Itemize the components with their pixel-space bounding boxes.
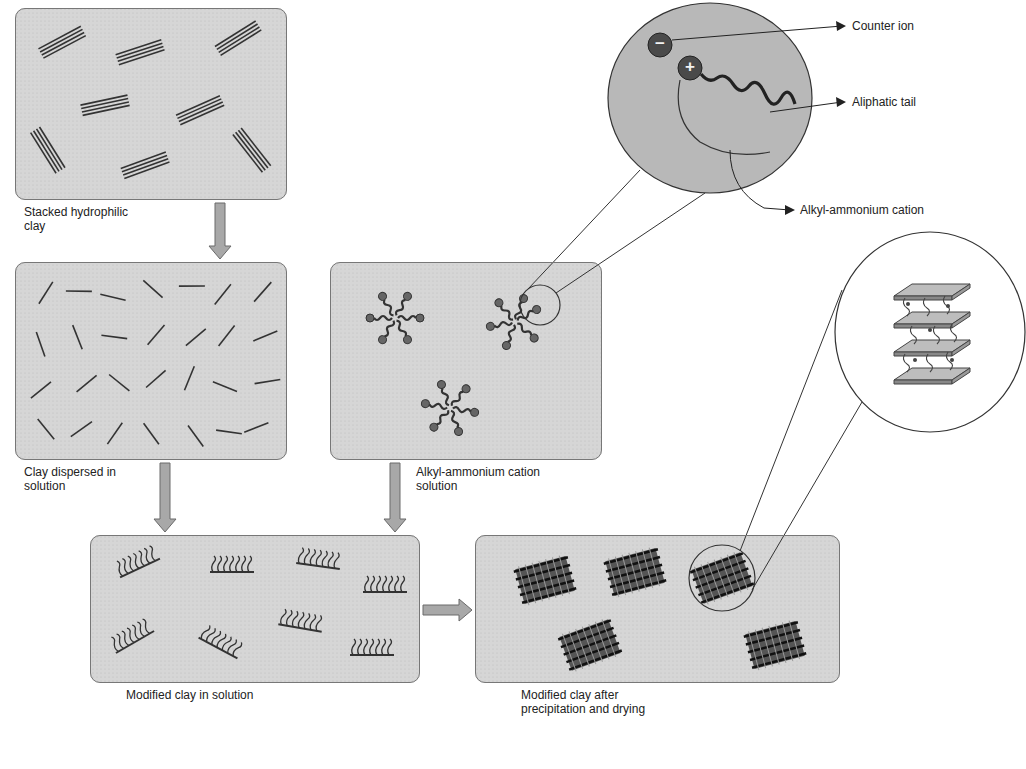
clay-platelet	[146, 370, 166, 387]
process-arrow	[154, 463, 176, 532]
panel-label-holder: Modified clay in solution	[126, 688, 406, 702]
micelles	[366, 285, 560, 437]
panel-box: Stacked hydrophilic clay	[15, 8, 287, 200]
panel-box: Modified clay after precipitation and dr…	[475, 535, 840, 683]
callout-label: Alkyl-ammonium cation	[800, 203, 924, 217]
clay-platelet	[215, 284, 231, 304]
clay-platelet	[144, 423, 159, 444]
clay-platelet	[213, 382, 237, 392]
modified-platelets	[108, 544, 407, 658]
charge-sign: +	[680, 58, 700, 76]
panel-label-holder: Alkyl-ammonium cation solution	[416, 465, 556, 493]
clay-platelet	[219, 325, 235, 346]
panel-label-holder: Modified clay after precipitation and dr…	[521, 688, 656, 716]
clay-platelet	[73, 325, 83, 349]
clay-platelet	[254, 282, 271, 302]
clay-platelet	[39, 282, 53, 304]
modified-stacks	[513, 545, 807, 673]
clay-platelet	[244, 423, 268, 433]
process-arrow	[209, 203, 231, 259]
panel-box: Clay dispersed in solution	[15, 262, 287, 460]
clay-platelet	[216, 430, 242, 434]
clay-stacks	[31, 21, 271, 178]
clay-platelet	[100, 294, 125, 300]
clay-platelet	[148, 325, 165, 345]
panel-label: Stacked hydrophilic clay	[24, 205, 149, 233]
clay-platelet	[71, 422, 92, 437]
clay-platelet	[188, 426, 203, 447]
clay-platelet	[255, 380, 281, 384]
clay-platelet	[66, 290, 92, 292]
callout-label: Aliphatic tail	[852, 95, 916, 109]
process-arrow	[384, 463, 406, 532]
panel-label: Alkyl-ammonium cation solution	[416, 465, 556, 493]
clay-platelet	[77, 375, 97, 392]
zoom-marker	[520, 285, 560, 325]
clay-platelet	[143, 280, 162, 297]
clay-platelet	[38, 419, 55, 439]
clay-platelet	[179, 285, 205, 287]
charge-sign: −	[650, 35, 670, 53]
panel-label-holder: Clay dispersed in solution	[24, 465, 142, 493]
clay-platelet	[36, 332, 45, 357]
panel-box: Alkyl-ammonium cation solution	[330, 262, 602, 460]
panel-box: Modified clay in solution	[90, 535, 420, 683]
clay-platelet	[253, 331, 277, 341]
panel-label: Modified clay in solution	[126, 688, 406, 702]
stack-zoom	[740, 232, 1025, 590]
cation-zoom	[528, 3, 846, 293]
panel-label: Modified clay after precipitation and dr…	[521, 688, 656, 716]
clay-platelet	[31, 382, 51, 398]
panel-label-holder: Stacked hydrophilic clay	[24, 205, 149, 233]
dispersed-platelets	[31, 280, 280, 446]
clay-platelet	[107, 423, 122, 444]
process-arrow	[423, 599, 472, 621]
callout-label: Counter ion	[852, 19, 914, 33]
clay-platelet	[185, 366, 195, 390]
panel-label: Clay dispersed in solution	[24, 465, 142, 493]
clay-platelet	[186, 329, 206, 346]
clay-platelet	[101, 335, 127, 338]
clay-platelet	[109, 375, 129, 391]
